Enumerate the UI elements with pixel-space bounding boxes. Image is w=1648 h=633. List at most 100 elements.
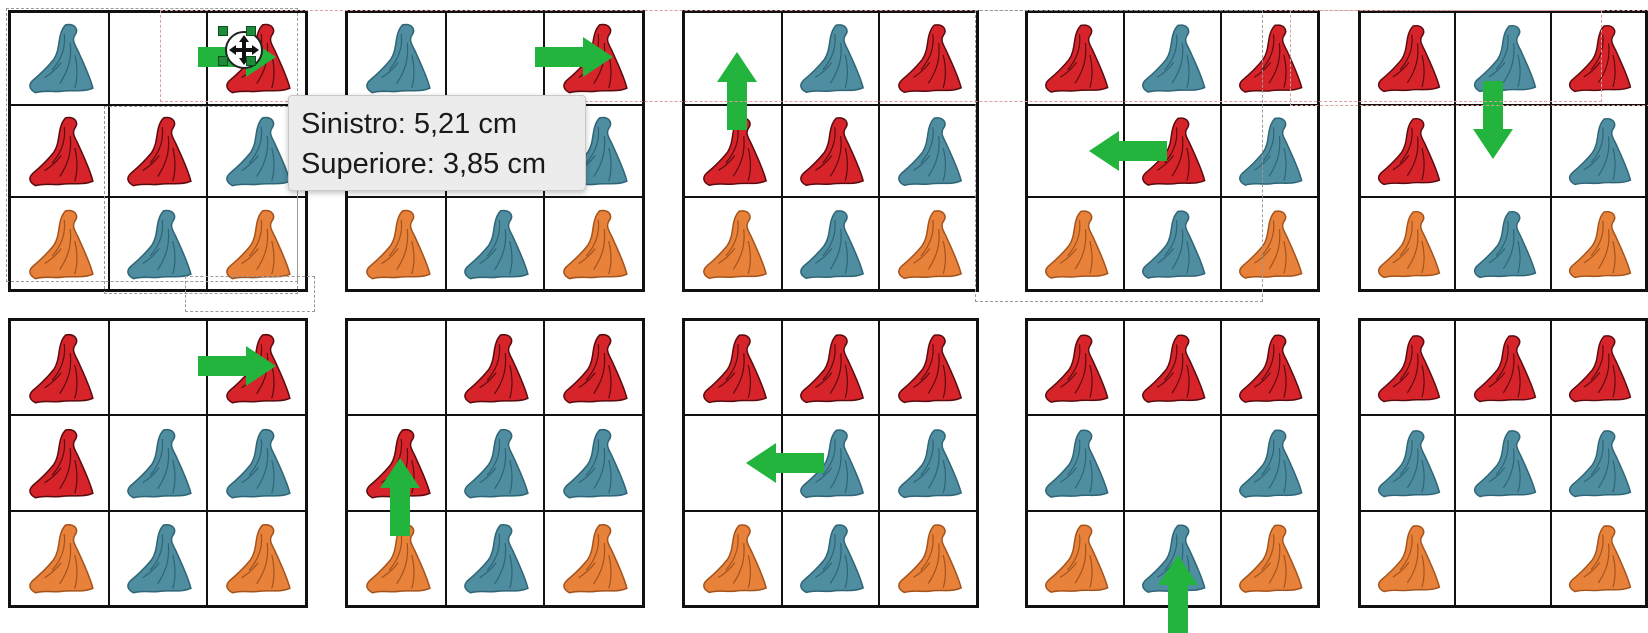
orange-piece-icon[interactable] <box>556 518 631 598</box>
teal-piece-icon[interactable] <box>1371 423 1444 503</box>
red-piece-icon[interactable] <box>1467 328 1540 408</box>
orange-piece-icon[interactable] <box>1232 518 1306 598</box>
red-piece-icon[interactable] <box>556 328 631 408</box>
teal-piece-icon[interactable] <box>1038 423 1112 503</box>
teal-piece-icon[interactable] <box>1135 205 1209 283</box>
teal-piece-icon[interactable] <box>793 205 868 283</box>
teal-piece-icon[interactable] <box>1467 205 1540 283</box>
arrow-right-icon[interactable] <box>535 37 613 77</box>
orange-piece-icon[interactable] <box>22 518 97 598</box>
red-piece-icon[interactable] <box>1562 19 1635 97</box>
arrow-left-icon[interactable] <box>1088 131 1167 171</box>
orange-piece-icon[interactable] <box>891 518 966 598</box>
teal-piece-icon[interactable] <box>219 112 294 190</box>
orange-piece-icon[interactable] <box>1232 205 1306 283</box>
orange-piece-icon[interactable] <box>219 518 294 598</box>
puzzle-grid[interactable] <box>345 318 645 608</box>
grid-cell <box>1221 415 1318 511</box>
red-piece-icon[interactable] <box>891 19 966 97</box>
red-piece-icon[interactable] <box>22 423 97 503</box>
teal-piece-icon[interactable] <box>219 423 294 503</box>
orange-piece-icon[interactable] <box>1562 518 1635 598</box>
puzzle-grid[interactable] <box>1025 318 1320 608</box>
red-piece-icon[interactable] <box>1038 328 1112 408</box>
teal-piece-icon[interactable] <box>457 518 532 598</box>
teal-piece-icon[interactable] <box>1467 423 1540 503</box>
teal-piece-icon[interactable] <box>793 423 868 503</box>
grid-cell <box>207 197 306 290</box>
orange-piece-icon[interactable] <box>1562 205 1635 283</box>
orange-piece-icon[interactable] <box>556 205 631 283</box>
teal-piece-icon[interactable] <box>120 205 195 283</box>
red-piece-icon[interactable] <box>1232 19 1306 97</box>
arrow-right-icon[interactable] <box>198 346 276 387</box>
grid-cell <box>781 320 880 416</box>
grid-cell <box>1027 320 1124 416</box>
orange-piece-icon[interactable] <box>891 205 966 283</box>
grid-cell <box>1550 320 1646 416</box>
arrow-up-icon[interactable] <box>1157 554 1198 633</box>
teal-piece-icon[interactable] <box>1232 112 1306 190</box>
orange-piece-icon[interactable] <box>1371 518 1444 598</box>
grid-cell <box>10 320 109 416</box>
teal-piece-icon[interactable] <box>22 19 97 97</box>
red-piece-icon[interactable] <box>1371 19 1444 97</box>
arrow-up-icon[interactable] <box>716 52 757 131</box>
grid-cell <box>1027 12 1124 105</box>
puzzle-grid[interactable] <box>682 318 979 608</box>
teal-piece-icon[interactable] <box>793 518 868 598</box>
red-piece-icon[interactable] <box>1371 112 1444 190</box>
red-piece-icon[interactable] <box>1135 112 1209 190</box>
red-piece-icon[interactable] <box>1038 19 1112 97</box>
red-piece-icon[interactable] <box>696 112 771 190</box>
teal-piece-icon[interactable] <box>891 423 966 503</box>
grid-cell <box>1550 415 1646 511</box>
orange-piece-icon[interactable] <box>1371 205 1444 283</box>
puzzle-grid[interactable] <box>1358 318 1648 608</box>
orange-piece-icon[interactable] <box>22 205 97 283</box>
orange-piece-icon[interactable] <box>696 205 771 283</box>
red-piece-icon[interactable] <box>1232 328 1306 408</box>
teal-piece-icon[interactable] <box>1562 423 1635 503</box>
red-piece-icon[interactable] <box>793 112 868 190</box>
orange-piece-icon[interactable] <box>1038 205 1112 283</box>
red-piece-icon[interactable] <box>120 112 195 190</box>
resize-handle[interactable] <box>218 56 228 66</box>
orange-piece-icon[interactable] <box>1038 518 1112 598</box>
teal-piece-icon[interactable] <box>1135 19 1209 97</box>
resize-handle[interactable] <box>246 26 256 36</box>
teal-piece-icon[interactable] <box>556 423 631 503</box>
resize-handle[interactable] <box>246 56 256 66</box>
red-piece-icon[interactable] <box>457 328 532 408</box>
arrow-up-icon[interactable] <box>380 458 420 537</box>
arrow-down-icon[interactable] <box>1473 80 1513 159</box>
red-piece-icon[interactable] <box>1562 328 1635 408</box>
teal-piece-icon[interactable] <box>1562 112 1635 190</box>
orange-piece-icon[interactable] <box>696 518 771 598</box>
puzzle-grid[interactable] <box>682 10 979 292</box>
teal-piece-icon[interactable] <box>891 112 966 190</box>
grid-cell <box>1221 12 1318 105</box>
orange-piece-icon[interactable] <box>219 205 294 283</box>
teal-piece-icon[interactable] <box>1232 423 1306 503</box>
grid-cell <box>1360 510 1456 606</box>
orange-piece-icon[interactable] <box>359 518 434 598</box>
orange-piece-icon[interactable] <box>359 205 434 283</box>
arrow-left-icon[interactable] <box>746 443 825 483</box>
teal-piece-icon[interactable] <box>359 19 434 97</box>
teal-piece-icon[interactable] <box>457 423 532 503</box>
red-piece-icon[interactable] <box>891 328 966 408</box>
teal-piece-icon[interactable] <box>120 518 195 598</box>
teal-piece-icon[interactable] <box>120 423 195 503</box>
teal-piece-icon[interactable] <box>457 205 532 283</box>
puzzle-grid[interactable] <box>1025 10 1320 292</box>
red-piece-icon[interactable] <box>696 328 771 408</box>
red-piece-icon[interactable] <box>1371 328 1444 408</box>
red-piece-icon[interactable] <box>22 328 97 408</box>
resize-handle[interactable] <box>218 26 228 36</box>
red-piece-icon[interactable] <box>793 328 868 408</box>
red-piece-icon[interactable] <box>22 112 97 190</box>
teal-piece-icon[interactable] <box>793 19 868 97</box>
red-piece-icon[interactable] <box>1135 328 1209 408</box>
